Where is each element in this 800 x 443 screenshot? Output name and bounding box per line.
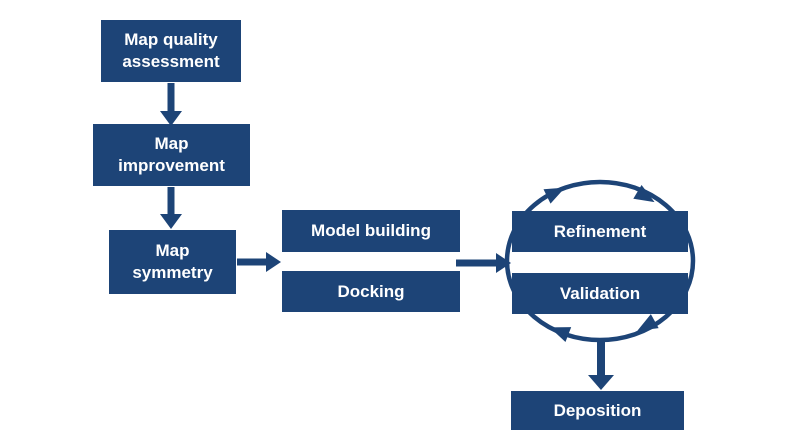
node-docking: Docking [282, 271, 460, 312]
node-model-building: Model building [282, 210, 460, 252]
node-label-line: Validation [559, 283, 641, 303]
node-map-quality-assessment: Map quality assessment [101, 20, 241, 82]
node-refinement: Refinement [512, 211, 688, 252]
node-deposition: Deposition [511, 391, 684, 430]
node-label-line: improvement [118, 156, 225, 175]
node-label-line: Docking [337, 281, 405, 301]
cycle-arrowhead-bottom-right-icon [637, 314, 659, 331]
node-label-line: Map [155, 241, 190, 260]
node-validation: Validation [512, 273, 688, 314]
cycle-arrowhead-top-right-icon [633, 184, 655, 203]
node-label-line: Model building [311, 221, 431, 240]
node-map-improvement: Map improvement [93, 124, 250, 186]
node-label-line: Map quality [124, 30, 218, 49]
cycle-arrowhead-top-left-icon [543, 187, 565, 204]
node-label-line: Refinement [553, 221, 647, 241]
node-map-symmetry: Map symmetry [109, 230, 236, 294]
node-label-line: Map [154, 134, 189, 153]
cycle-arrowhead-bottom-left-icon [549, 327, 572, 343]
node-label-line: assessment [122, 52, 220, 71]
node-label-line: symmetry [132, 263, 213, 282]
node-label-line: Deposition [553, 400, 642, 420]
cycle-ellipse [504, 179, 696, 343]
